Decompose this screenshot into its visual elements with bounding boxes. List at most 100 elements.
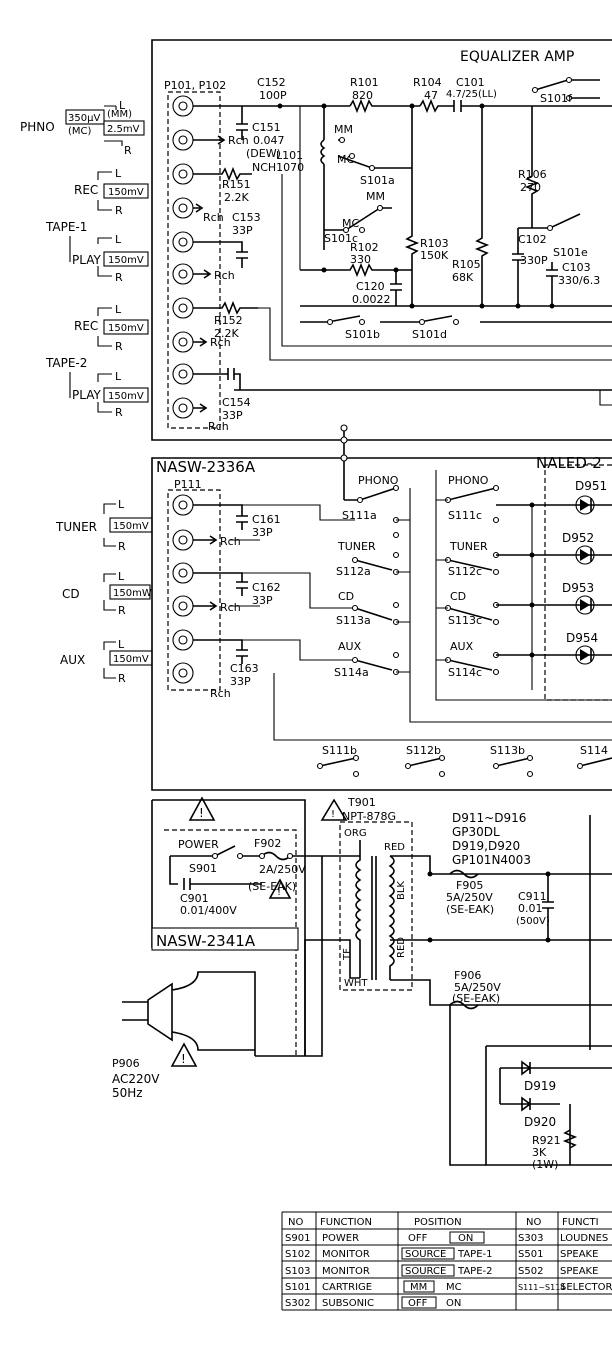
svg-text:MONITOR: MONITOR	[322, 1266, 370, 1277]
svg-text:LOUDNES: LOUDNES	[560, 1233, 608, 1244]
r105-value: 68K	[452, 271, 474, 284]
d952-label: D952	[562, 531, 594, 545]
phono-mc-tag: (MC)	[68, 126, 92, 137]
tape-bus-lines	[258, 106, 612, 361]
s101a-label: S101a	[360, 174, 395, 187]
r102-resistor	[300, 262, 412, 278]
header-function-2: FUNCTI	[562, 1217, 599, 1228]
secondary-lines	[390, 855, 612, 1006]
rch-label-s1: Rch	[220, 535, 241, 548]
cd-l: L	[118, 570, 125, 583]
table-row: S101 CARTRIGE MM MC S111~S114 SELECTOR	[285, 1280, 612, 1293]
led-board-label: NALED-2	[536, 454, 602, 472]
selector-board-label: NASW-2336A	[156, 458, 256, 476]
c154-label: C154	[222, 396, 251, 409]
s112a-switch	[354, 559, 393, 571]
s101d-label: S101d	[412, 328, 447, 341]
s111c-source: PHONO	[448, 474, 489, 487]
selector-input-lines	[242, 504, 612, 741]
mains-lines	[255, 856, 323, 1057]
phono-mm-level: 350μV	[68, 113, 100, 124]
s112a-label: S112a	[336, 565, 371, 578]
diodes-d919-value: GP101N4003	[452, 853, 531, 867]
warning-icon: !	[268, 878, 292, 899]
tape1-play-r: R	[115, 271, 123, 284]
red-label-2: RED	[396, 937, 407, 958]
p101-jacks	[172, 95, 194, 419]
phono-l: L	[119, 99, 126, 112]
r101-resistor	[349, 98, 420, 114]
d919-diode	[500, 1060, 612, 1076]
d953-label: D953	[562, 581, 594, 595]
rch-label-3: Rch	[214, 269, 235, 282]
wht-label: WHT	[344, 978, 368, 989]
svg-text:POWER: POWER	[322, 1233, 359, 1244]
p111-jacks	[172, 494, 194, 684]
r101-label: R101	[350, 76, 379, 89]
c154-value: 33P	[222, 409, 243, 422]
table-row: S901 POWER OFF ON S303 LOUDNES	[285, 1231, 608, 1244]
r151-label: R151	[222, 178, 251, 191]
f902-fuse	[261, 851, 322, 861]
s113b-label: S113b	[490, 744, 525, 757]
tape2-label: TAPE-2	[45, 356, 87, 370]
r105-label: R105	[452, 258, 481, 271]
r106-label: R106	[518, 168, 547, 181]
tape1-play-l: L	[115, 233, 122, 246]
r103-label: R103	[420, 237, 449, 250]
table-row: S302 SUBSONIC OFF ON	[285, 1296, 461, 1309]
ac-plug-icon	[122, 971, 256, 1056]
r104-value: 47	[424, 89, 438, 102]
r103-value: 150K	[420, 249, 449, 262]
p101-label: P101, P102	[164, 79, 226, 92]
svg-text:S111~S114: S111~S114	[518, 1283, 565, 1292]
c101-value: 4.7/25(LL)	[446, 89, 497, 100]
selector-section: NASW-2336A P111 C161 33P Rch C162 33P Rc…	[151, 424, 612, 791]
rectifier-frame	[485, 1045, 612, 1166]
s113a-switch	[354, 607, 393, 621]
c901-label: C901	[180, 892, 209, 905]
ac-frequency: 50Hz	[112, 1086, 143, 1100]
c102-capacitor	[512, 228, 524, 306]
svg-text:OFF: OFF	[408, 1233, 428, 1244]
secondary-winding	[388, 855, 395, 980]
d920-diode	[500, 1096, 560, 1112]
r152-resistor	[193, 300, 258, 316]
phono-mc-level: 2.5mV	[107, 124, 140, 135]
r102-label: R102	[350, 241, 379, 254]
svg-text:ON: ON	[458, 1233, 473, 1244]
input-labels: PHNO 350μV (MC) 2.5mV (MM) L R L REC 150…	[20, 99, 153, 685]
rch-arrow-s2	[193, 601, 218, 611]
nasw-2341a-box	[151, 927, 299, 951]
f906-value: 5A/250V	[454, 981, 501, 994]
l101-value: NCH1070	[252, 161, 304, 174]
svg-text:MONITOR: MONITOR	[322, 1249, 370, 1260]
svg-text:SPEAKE: SPEAKE	[560, 1249, 598, 1260]
tape2-play: PLAY	[72, 388, 101, 402]
c101-capacitor	[453, 100, 612, 112]
r106-resistor	[524, 106, 540, 228]
rch-arrow-1-head	[217, 135, 226, 145]
c103-label: C103	[562, 261, 591, 274]
svg-text:SPEAKE: SPEAKE	[560, 1266, 598, 1277]
svg-text:SUBSONIC: SUBSONIC	[322, 1298, 374, 1309]
r152-value: 2.2K	[214, 327, 239, 340]
r104-label: R104	[413, 76, 442, 89]
svg-text:SELECTOR: SELECTOR	[560, 1282, 612, 1293]
rch-label-1: Rch	[228, 134, 249, 147]
svg-text:TAPE-1: TAPE-1	[457, 1249, 493, 1260]
rch-arrow-s1	[193, 535, 218, 545]
s112c-label: S112c	[448, 565, 482, 578]
tape2-rec-r: R	[115, 340, 123, 353]
f906-label: F906	[454, 969, 481, 982]
s101a-mm: MM	[334, 123, 353, 136]
tuner-r: R	[118, 540, 126, 553]
org-label: ORG	[344, 828, 367, 839]
s101c-mc: MC	[342, 217, 359, 230]
header-no: NO	[288, 1217, 303, 1228]
c152-label: C152	[257, 76, 286, 89]
column-a-bus	[396, 488, 612, 723]
f905-value: 5A/250V	[446, 891, 493, 904]
transformer-core	[371, 856, 377, 980]
c911-note: (500V)	[516, 916, 550, 927]
